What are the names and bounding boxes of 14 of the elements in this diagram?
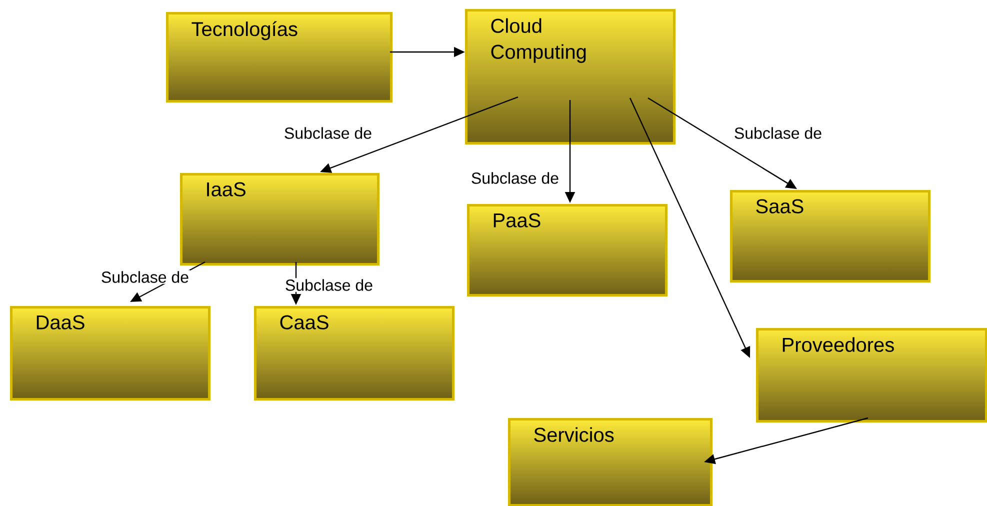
concept-box: IaaS: [180, 173, 380, 266]
concept-box: Cloud Computing: [465, 9, 676, 144]
concept-box: PaaS: [467, 204, 668, 296]
edge-label: Subclase de: [100, 270, 190, 284]
concept-box: SaaS: [730, 190, 930, 282]
edge-label: Subclase de: [470, 171, 560, 185]
concept-box: Servicios: [508, 418, 712, 506]
concept-box: Proveedores: [756, 328, 987, 422]
concept-box: DaaS: [10, 306, 210, 400]
edge-label: Subclase de: [284, 278, 374, 292]
edge-label: Subclase de: [732, 126, 824, 140]
concept-box: Tecnologías: [166, 12, 392, 102]
concept-box: CaaS: [254, 306, 454, 400]
edge-label: Subclase de: [282, 126, 374, 140]
